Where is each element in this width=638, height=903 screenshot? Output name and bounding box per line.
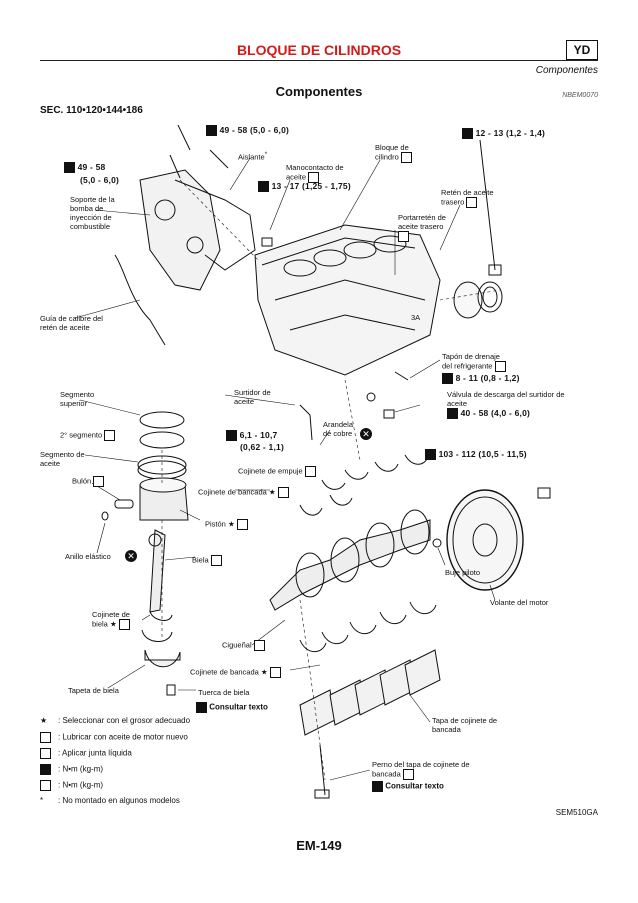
label-volante: Volante del motor [490,598,549,607]
star-icon: ★ [40,716,48,725]
connecting-rod [149,529,166,613]
lubricate-icon [104,430,116,441]
label-tapon: Tapón de drenaje del refrigerante [442,352,512,372]
label-cojinete-biela: Cojinete de biela ★ [92,610,130,630]
pump-bracket [139,169,221,291]
lubricate-icon [210,555,222,566]
torque-icon [64,162,75,174]
label-valvula: Válvula de descarga del surtidor de acei… [447,390,565,408]
asterisk-icon: * [40,796,44,805]
label-buje: Buje piloto [445,568,481,577]
torque-2b: (5,0 - 6,0) [80,175,120,185]
legend-row-1: : Lubricar con aceite de motor nuevo [40,732,188,743]
legend-row-2: : Aplicar junta líquida [40,748,132,759]
lubricate-icon [269,667,281,678]
label-ciguenal: Cigueñal [222,640,265,651]
label-perno: Perno del tapa de cojinete de bancada [372,760,470,780]
engine-code-badge: YD [566,40,598,60]
consultar-texto-1: Consultar texto [196,702,268,713]
torque-3: 13 - 17 (1,25 - 1,75) [258,181,351,193]
label-portarreten: Portarretén de aceite trasero [398,213,456,242]
label-cojinete-bancada-2: Cojinete de bancada ★ [190,667,281,678]
torque-icon [442,373,453,385]
legend-row-5: *: No montado en algunos modelos [40,796,180,805]
lubricate-icon [400,152,412,163]
label-seg-aceite: Segmento de aceite [40,450,85,468]
lubricate-icon [402,769,414,780]
label-arandela: Arandela de cobre [323,420,354,438]
torque-icon [462,128,473,140]
label-bulon: Bulón [72,476,105,487]
label-seg-2: 2° segmento [60,430,116,441]
torque-icon [226,430,237,442]
torque-2: 49 - 58 [64,162,105,174]
label-cojinete-empuje: Cojinete de empuje [238,466,316,477]
sec-reference: SEC. 110•120•144•186 [40,105,143,116]
label-cojinete-bancada-1: Cojinete de bancada ★ [198,487,289,498]
torque-icon [206,125,217,137]
label-seg-superior: Segmento superior [60,390,95,408]
liquid-gasket-icon [308,172,320,183]
torque-7b: (0,62 - 1,1) [240,442,284,452]
torque-4: 12 - 13 (1,2 - 1,4) [462,128,545,140]
page-header-title: BLOQUE DE CILINDROS [236,42,402,58]
torque-outline-icon [40,780,51,791]
label-soporte: Soporte de la bomba de inyección de comb… [70,195,115,231]
lubricate-icon [40,732,51,743]
crankshaft [269,519,431,611]
lubricate-icon [304,466,316,477]
lubricate-icon [93,476,105,487]
legend-row-3: : N•m (kg-m) [40,764,103,775]
label-bloque: Bloque de cilindro [375,143,420,163]
liquid-gasket-icon [494,361,506,372]
label-reten: Retén de aceite trasero [441,188,494,208]
lubricate-icon [236,519,248,530]
section-title: Componentes [275,84,363,99]
torque-1: 49 - 58 (5,0 - 6,0) [206,125,289,137]
lubricate-icon [253,640,265,651]
ref-3a: 3A [411,313,421,322]
label-anillo: Anillo elástico [65,552,111,561]
torque-icon [196,702,207,713]
torque-icon [40,764,51,775]
header-subtitle: Componentes [535,65,598,76]
lubricate-icon [466,197,478,208]
torque-icon [372,781,383,792]
liquid-gasket-icon [40,748,51,759]
torque-5: 8 - 11 (0,8 - 1,2) [442,373,520,385]
consultar-texto-2: Consultar texto [372,781,444,792]
flywheel [446,489,524,591]
do-not-reuse-icon: ✕ [360,428,372,440]
label-piston: Pistón ★ [205,519,248,530]
liquid-gasket-icon [398,231,409,242]
page-number: EM-149 [296,838,342,853]
cylinder-block [254,224,441,376]
legend-row-0: ★: Seleccionar con el grosor adecuado [40,716,191,725]
label-aislante: Aislante* [238,151,268,162]
label-biela: Biela [192,555,222,566]
doc-id: NBEM0070 [562,92,598,99]
lubricate-icon [277,487,289,498]
header-rule [40,60,598,61]
torque-icon [447,408,458,420]
torque-icon [258,181,269,193]
figure-id: SEM510GA [555,808,598,817]
label-tapeta: Tapeta de biela [68,686,119,695]
label-guia: Guía de calibre del retén de aceite [40,314,103,332]
torque-icon [425,449,436,461]
label-surtidor: Surtidor de aceite [234,388,271,406]
label-tapa-cojinete: Tapa de cojinete de bancada [432,716,498,734]
do-not-reuse-icon: ✕ [125,550,137,562]
legend-row-4: : N•m (kg-m) [40,780,103,791]
torque-8: 103 - 112 (10,5 - 11,5) [425,449,527,461]
label-manocontacto: Manocontacto de aceite [286,163,344,183]
torque-7: 6,1 - 10,7 [226,430,277,442]
label-tuerca: Tuerca de biela [198,688,250,697]
torque-6: 40 - 58 (4,0 - 6,0) [447,408,530,420]
lubricate-icon [118,619,130,630]
